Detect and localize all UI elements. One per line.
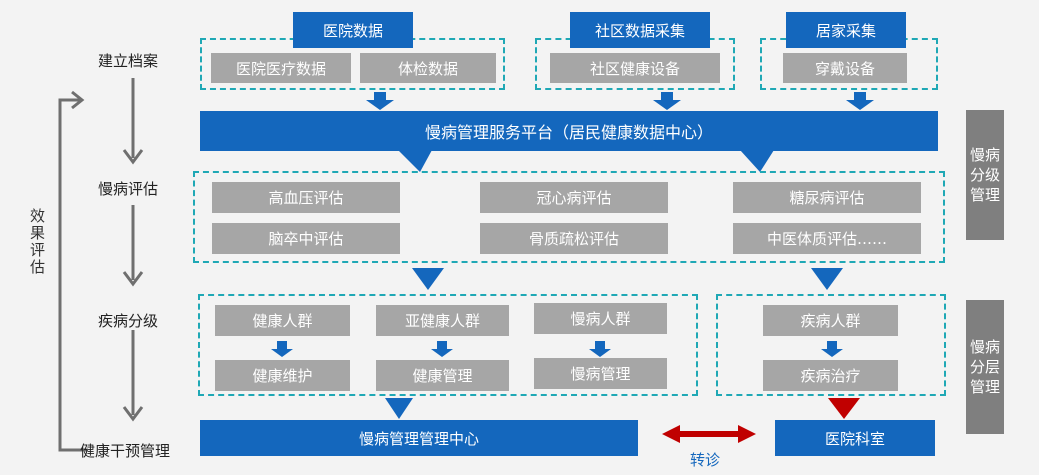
center-down-arrow: [385, 398, 413, 419]
stage-disease-grading: 疾病分级: [98, 312, 159, 330]
disease-group: 疾病人群: [763, 305, 898, 336]
chronic-group: 慢病人群: [534, 303, 667, 334]
stage-chronic-assessment: 慢病评估: [98, 180, 159, 198]
stage-health-intervention: 健康干预管理: [80, 442, 171, 460]
hospital-down-arrow: [828, 398, 860, 419]
home-data-title: 居家采集: [786, 12, 906, 48]
physical-exam-data: 体检数据: [360, 53, 496, 83]
stroke-assessment: 脑卒中评估: [212, 223, 400, 254]
source-down-arrows: [366, 92, 874, 110]
disease-treatment: 疾病治疗: [763, 360, 898, 391]
subhealthy-group: 亚健康人群: [376, 305, 509, 336]
group-action-arrows: [271, 341, 843, 357]
grading-frame-left: [198, 294, 698, 396]
wearable-device: 穿戴设备: [783, 53, 907, 83]
healthy-group: 健康人群: [215, 305, 350, 336]
hospital-department: 医院科室: [775, 420, 935, 456]
service-platform-bar: 慢病管理服务平台（居民健康数据中心）: [200, 111, 938, 151]
grading-frame-right: [716, 294, 946, 396]
osteoporosis-assessment: 骨质疏松评估: [480, 223, 668, 254]
chronic-management: 慢病管理: [534, 358, 667, 389]
stage-create-records: 建立档案: [98, 52, 159, 70]
tcm-constitution-assessment: 中医体质评估……: [733, 223, 921, 254]
coronary-assessment: 冠心病评估: [480, 182, 668, 213]
health-management: 健康管理: [376, 360, 509, 391]
community-data-title: 社区数据采集: [570, 12, 710, 48]
diabetes-assessment: 糖尿病评估: [733, 182, 921, 213]
hospital-data-title: 医院数据: [293, 12, 413, 48]
feedback-label: 效果评估: [28, 208, 46, 276]
referral-label: 转诊: [690, 451, 721, 469]
graded-management-label: 慢病分级管理: [966, 110, 1004, 240]
assessment-down-arrows: [412, 268, 843, 290]
platform-pointers: [398, 150, 774, 172]
feedback-loop-arrow: [58, 90, 88, 452]
left-flow-arrows: [122, 78, 144, 422]
chronic-management-center: 慢病管理管理中心: [200, 420, 638, 456]
referral-double-arrow: [662, 425, 756, 443]
community-health-device: 社区健康设备: [550, 53, 720, 83]
layered-management-label: 慢病分层管理: [966, 300, 1004, 434]
hypertension-assessment: 高血压评估: [212, 182, 400, 213]
health-maintenance: 健康维护: [215, 360, 350, 391]
hospital-medical-data: 医院医疗数据: [211, 53, 351, 83]
assessment-frame: [193, 171, 945, 263]
